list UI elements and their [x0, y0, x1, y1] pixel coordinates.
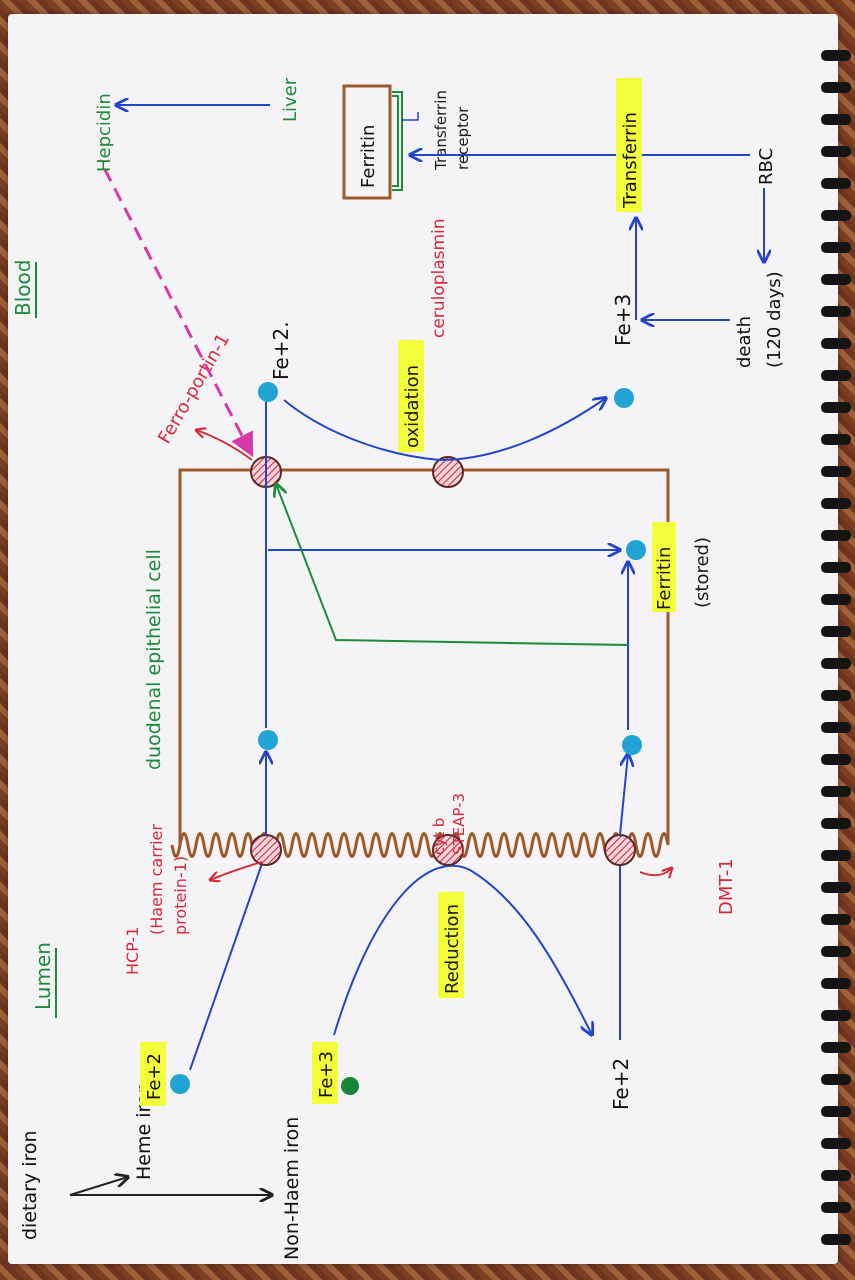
binding-ring [821, 594, 851, 605]
transferrin-receptor-label: Transferrin receptor [432, 85, 472, 171]
dmt1-label: DMT-1 [716, 858, 737, 915]
ceruloplasmin-site [432, 456, 464, 488]
binding-ring [821, 1202, 851, 1213]
binding-ring [821, 306, 851, 317]
binding-ring [821, 146, 851, 157]
cytb-label: cyt b STEAP-3 [430, 793, 468, 855]
hepcidin-inhibition-arrow [98, 159, 254, 458]
highlight [438, 892, 464, 998]
spiral-binding [821, 50, 851, 1245]
ceruloplasmin-label: ceruloplasmin [429, 218, 449, 338]
ferritin-stored-label: Ferritin [654, 547, 675, 610]
heme-fe-ion [170, 1074, 190, 1094]
highlight [398, 340, 424, 452]
binding-ring [821, 338, 851, 349]
binding-ring [821, 530, 851, 541]
blood-label: Blood [11, 260, 35, 316]
highlight [652, 522, 676, 612]
binding-ring [821, 242, 851, 253]
dmt1-transporter [604, 834, 636, 866]
binding-ring [821, 690, 851, 701]
death-label: death (120 days) [734, 271, 785, 368]
binding-ring [821, 626, 851, 637]
heme-fe-label: Fe+2 [144, 1053, 165, 1100]
blood-fe3-label: Fe+3 [611, 294, 635, 346]
intracellular-arrows [266, 398, 628, 836]
binding-ring [821, 914, 851, 925]
ions [258, 382, 646, 755]
stored-label: (stored) [692, 537, 713, 608]
ferritin-box-label: Ferritin [358, 125, 379, 188]
highlight [616, 78, 642, 212]
binding-ring [821, 434, 851, 445]
binding-ring [821, 210, 851, 221]
binding-ring [821, 978, 851, 989]
transporters [250, 456, 636, 866]
binding-ring [821, 498, 851, 509]
nonheme-fe-label: Fe+3 [316, 1051, 337, 1098]
liver-label: Liver [280, 77, 301, 122]
heme-uptake-arrow [189, 851, 267, 1071]
binding-ring [821, 818, 851, 829]
ferritin-storage-box [342, 84, 403, 200]
transferrin-label: Transferrin [620, 112, 641, 209]
duodenal-cell [170, 468, 670, 858]
binding-ring [821, 466, 851, 477]
binding-ring [821, 786, 851, 797]
binding-ring [821, 274, 851, 285]
binding-ring [821, 402, 851, 413]
binding-ring [821, 82, 851, 93]
non-heme-iron-label: Non-Haem iron [281, 1117, 303, 1260]
binding-ring [821, 1170, 851, 1181]
binding-ring [821, 658, 851, 669]
transferrin-cycle [410, 155, 764, 320]
heme-iron-label: Heme iron [133, 1081, 155, 1180]
rbc-label: RBC [756, 148, 777, 185]
lumen-label: Lumen [31, 942, 55, 1010]
binding-ring [821, 1138, 851, 1149]
highlight [140, 1042, 166, 1106]
ferritin-release-arrow [276, 484, 629, 646]
oxidation-label: oxidation [402, 365, 423, 448]
hcp1-label: HCP-1 (Haem carrier protein-1) [123, 819, 190, 975]
binding-ring [821, 114, 851, 125]
dietary-iron-title: dietary iron [19, 1130, 41, 1240]
binding-ring [821, 1042, 851, 1053]
binding-ring [821, 370, 851, 381]
reduced-fe-label: Fe+2 [609, 1058, 633, 1110]
binding-ring [821, 1234, 851, 1245]
blood-fe2-label: Fe+2. [269, 321, 293, 380]
hcp1-transporter [250, 834, 282, 866]
ferroportin-label: Ferro-portin-1 [154, 330, 234, 448]
binding-ring [821, 1106, 851, 1117]
nonheme-fe-ion [341, 1077, 359, 1095]
binding-ring [821, 178, 851, 189]
binding-ring [821, 882, 851, 893]
highlight [312, 1042, 338, 1104]
binding-ring [821, 722, 851, 733]
binding-ring [821, 754, 851, 765]
binding-ring [821, 1010, 851, 1021]
cytb-transporter [432, 834, 464, 866]
binding-ring [821, 850, 851, 861]
binding-ring [821, 1074, 851, 1085]
binding-ring [821, 562, 851, 573]
hepcidin-label: Hepcidin [94, 93, 115, 172]
brush-border [170, 832, 670, 858]
reduction-arrow [333, 864, 592, 1035]
cell-label: duodenal epithelial cell [143, 549, 165, 770]
reduction-label: Reduction [442, 904, 463, 994]
binding-ring [821, 946, 851, 957]
binding-ring [821, 50, 851, 61]
